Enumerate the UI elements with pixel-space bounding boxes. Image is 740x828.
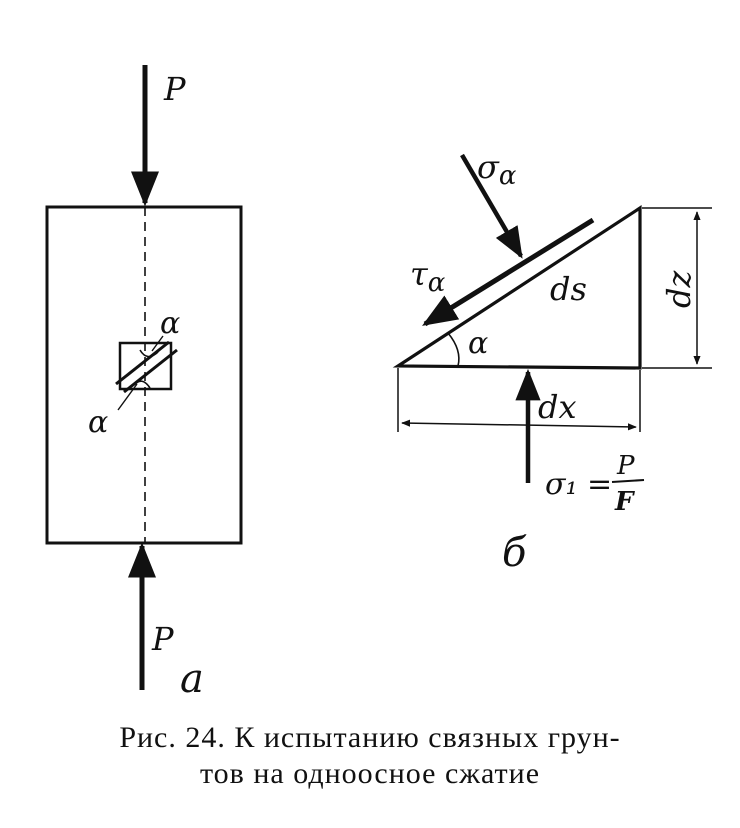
panel-b-letter: б: [502, 530, 527, 576]
load-label-bottom: P: [151, 620, 174, 658]
angle-leader-upper: [151, 335, 164, 352]
panel-a-letter: а: [180, 656, 204, 702]
angle-arc-upper: [139, 349, 159, 358]
angle-label-lower: α: [88, 405, 108, 440]
angle-arc: [447, 332, 460, 367]
angle-label: α: [468, 326, 488, 361]
shear-stress-label: τα: [410, 255, 446, 298]
dx-dimension-line: [401, 419, 637, 431]
panel-b: τα σα ds α dz dx σ₁ = P F б: [392, 148, 712, 576]
load-label-top: P: [163, 70, 186, 108]
angle-arc-lower: [133, 380, 151, 389]
panel-a: P P α α а: [45, 65, 243, 702]
angle-label-upper: α: [160, 306, 180, 341]
fraction-denominator: F: [614, 487, 635, 517]
slip-plane-line-2: [123, 348, 178, 394]
element-triangle: [392, 205, 642, 370]
dx-label: dx: [538, 388, 577, 426]
angle-leader-lower: [117, 383, 138, 411]
slip-plane-line-1: [115, 340, 170, 386]
fraction-numerator: P: [616, 451, 635, 481]
dz-label: dz: [660, 270, 698, 308]
figure-caption-line-1: Рис. 24. К испытанию связных грун-: [119, 721, 621, 754]
hypotenuse-label: ds: [550, 270, 587, 308]
normal-stress-arrow: [460, 153, 523, 259]
shear-stress-arrow: [422, 217, 595, 327]
applied-stress-label: σ₁ =: [545, 467, 612, 502]
small-element: [118, 341, 173, 391]
figure-caption-line-2: тов на одноосное сжатие: [199, 757, 541, 790]
fraction-bar: [611, 479, 645, 483]
normal-stress-label: σα: [477, 148, 517, 191]
